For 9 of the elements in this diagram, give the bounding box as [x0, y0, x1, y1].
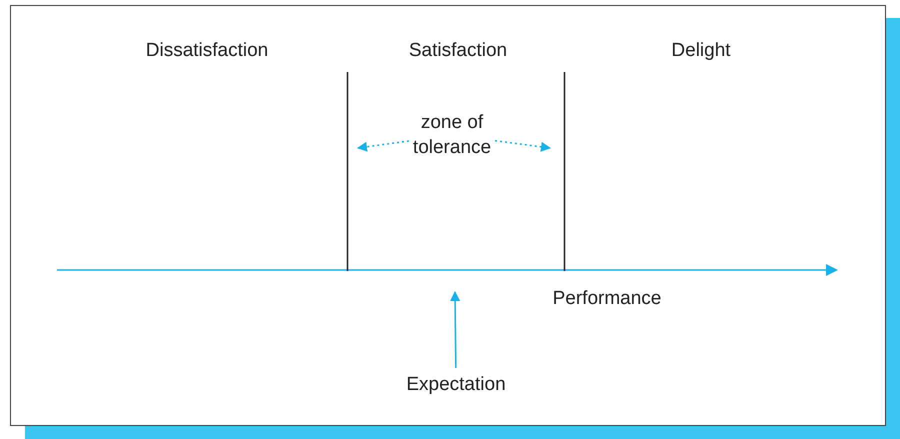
arrow — [494, 140, 551, 152]
arrow — [357, 140, 410, 152]
column-heading: Satisfaction — [408, 39, 508, 63]
zone-label: zone of tolerance — [412, 110, 492, 160]
column-heading: Delight — [671, 39, 731, 63]
column-heading: Dissatisfaction — [146, 39, 268, 63]
axis-label: Performance — [552, 287, 662, 311]
arrow — [450, 291, 460, 368]
expectation-label: Expectation — [406, 372, 506, 397]
